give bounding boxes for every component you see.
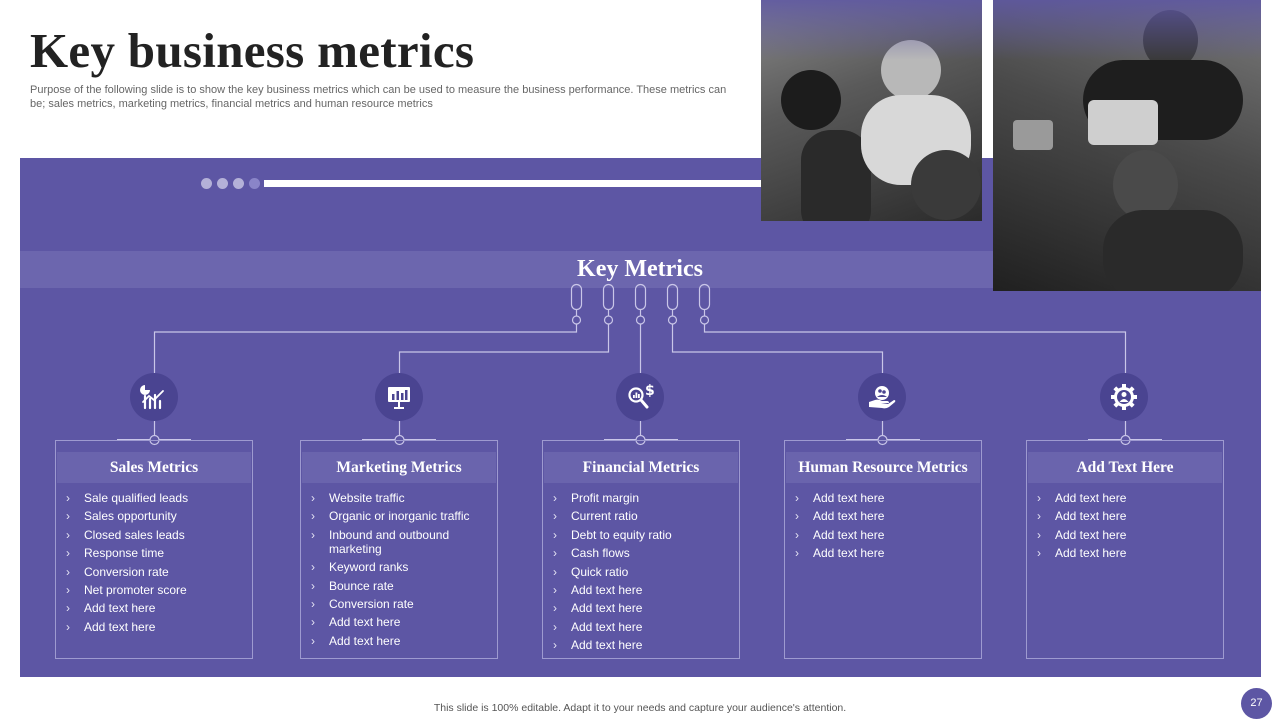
list-item: Add text here	[311, 634, 489, 648]
card-sales-metrics: Sales Metrics Sale qualified leads Sales…	[55, 440, 253, 659]
card-title: Financial Metrics	[544, 452, 738, 483]
list-item: Net promoter score	[66, 583, 244, 597]
footer-note: This slide is 100% editable. Adapt it to…	[433, 702, 847, 714]
list-item: Add text here	[553, 583, 731, 597]
slide-subtitle: Purpose of the following slide is to sho…	[30, 84, 727, 110]
list-item: Organic or inorganic traffic	[311, 509, 489, 523]
decorative-dots	[201, 178, 260, 189]
list-item: Conversion rate	[311, 597, 489, 611]
list-item: Profit margin	[553, 491, 731, 505]
card-title: Sales Metrics	[57, 452, 251, 483]
list-item: Add text here	[1037, 528, 1215, 542]
card-add-text: Add Text Here Add text here Add text her…	[1026, 440, 1224, 659]
metric-list: Sale qualified leads Sales opportunity C…	[66, 491, 244, 638]
team-meeting-photo	[761, 0, 982, 221]
dot	[217, 178, 228, 189]
card-financial-metrics: Financial Metrics Profit margin Current …	[542, 440, 740, 659]
list-item: Inbound and outbound marketing	[311, 528, 489, 556]
list-item: Add text here	[1037, 491, 1215, 505]
card-human-resource-metrics: Human Resource Metrics Add text here Add…	[784, 440, 982, 659]
list-item: Add text here	[66, 601, 244, 615]
list-item: Conversion rate	[66, 565, 244, 579]
decorative-line	[264, 180, 761, 187]
list-item: Add text here	[553, 620, 731, 634]
gear-person-icon	[1100, 373, 1148, 421]
card-title: Marketing Metrics	[302, 452, 496, 483]
key-metrics-band	[20, 251, 993, 288]
list-item: Add text here	[66, 620, 244, 634]
list-item: Add text here	[1037, 546, 1215, 560]
list-item: Keyword ranks	[311, 560, 489, 574]
list-item: Current ratio	[553, 509, 731, 523]
presentation-board-icon	[375, 373, 423, 421]
list-item: Website traffic	[311, 491, 489, 505]
list-item: Cash flows	[553, 546, 731, 560]
list-item: Bounce rate	[311, 579, 489, 593]
dollar-analysis-icon: $	[616, 373, 664, 421]
list-item: Debt to equity ratio	[553, 528, 731, 542]
card-marketing-metrics: Marketing Metrics Website traffic Organi…	[300, 440, 498, 659]
list-item: Add text here	[311, 615, 489, 629]
metric-list: Profit margin Current ratio Debt to equi…	[553, 491, 731, 657]
dot	[249, 178, 260, 189]
list-item: Response time	[66, 546, 244, 560]
list-item: Quick ratio	[553, 565, 731, 579]
hand-people-icon	[858, 373, 906, 421]
dot	[201, 178, 212, 189]
list-item: Sale qualified leads	[66, 491, 244, 505]
list-item: Add text here	[1037, 509, 1215, 523]
list-item: Add text here	[553, 638, 731, 652]
metric-list: Add text here Add text here Add text her…	[795, 491, 973, 565]
list-item: Closed sales leads	[66, 528, 244, 542]
list-item: Add text here	[795, 546, 973, 560]
office-team-photo	[993, 0, 1261, 291]
key-metrics-title: Key Metrics	[577, 256, 703, 282]
list-item: Sales opportunity	[66, 509, 244, 523]
chart-icon	[130, 373, 178, 421]
page-number: 27	[1241, 688, 1272, 719]
list-item: Add text here	[795, 509, 973, 523]
list-item: Add text here	[553, 601, 731, 615]
dot	[233, 178, 244, 189]
slide-title: Key business metrics	[30, 23, 475, 78]
list-item: Add text here	[795, 528, 973, 542]
metric-list: Website traffic Organic or inorganic tra…	[311, 491, 489, 652]
list-item: Add text here	[795, 491, 973, 505]
card-title: Human Resource Metrics	[786, 452, 980, 483]
svg-text:$: $	[645, 383, 655, 399]
metric-list: Add text here Add text here Add text her…	[1037, 491, 1215, 565]
card-title: Add Text Here	[1028, 452, 1222, 483]
